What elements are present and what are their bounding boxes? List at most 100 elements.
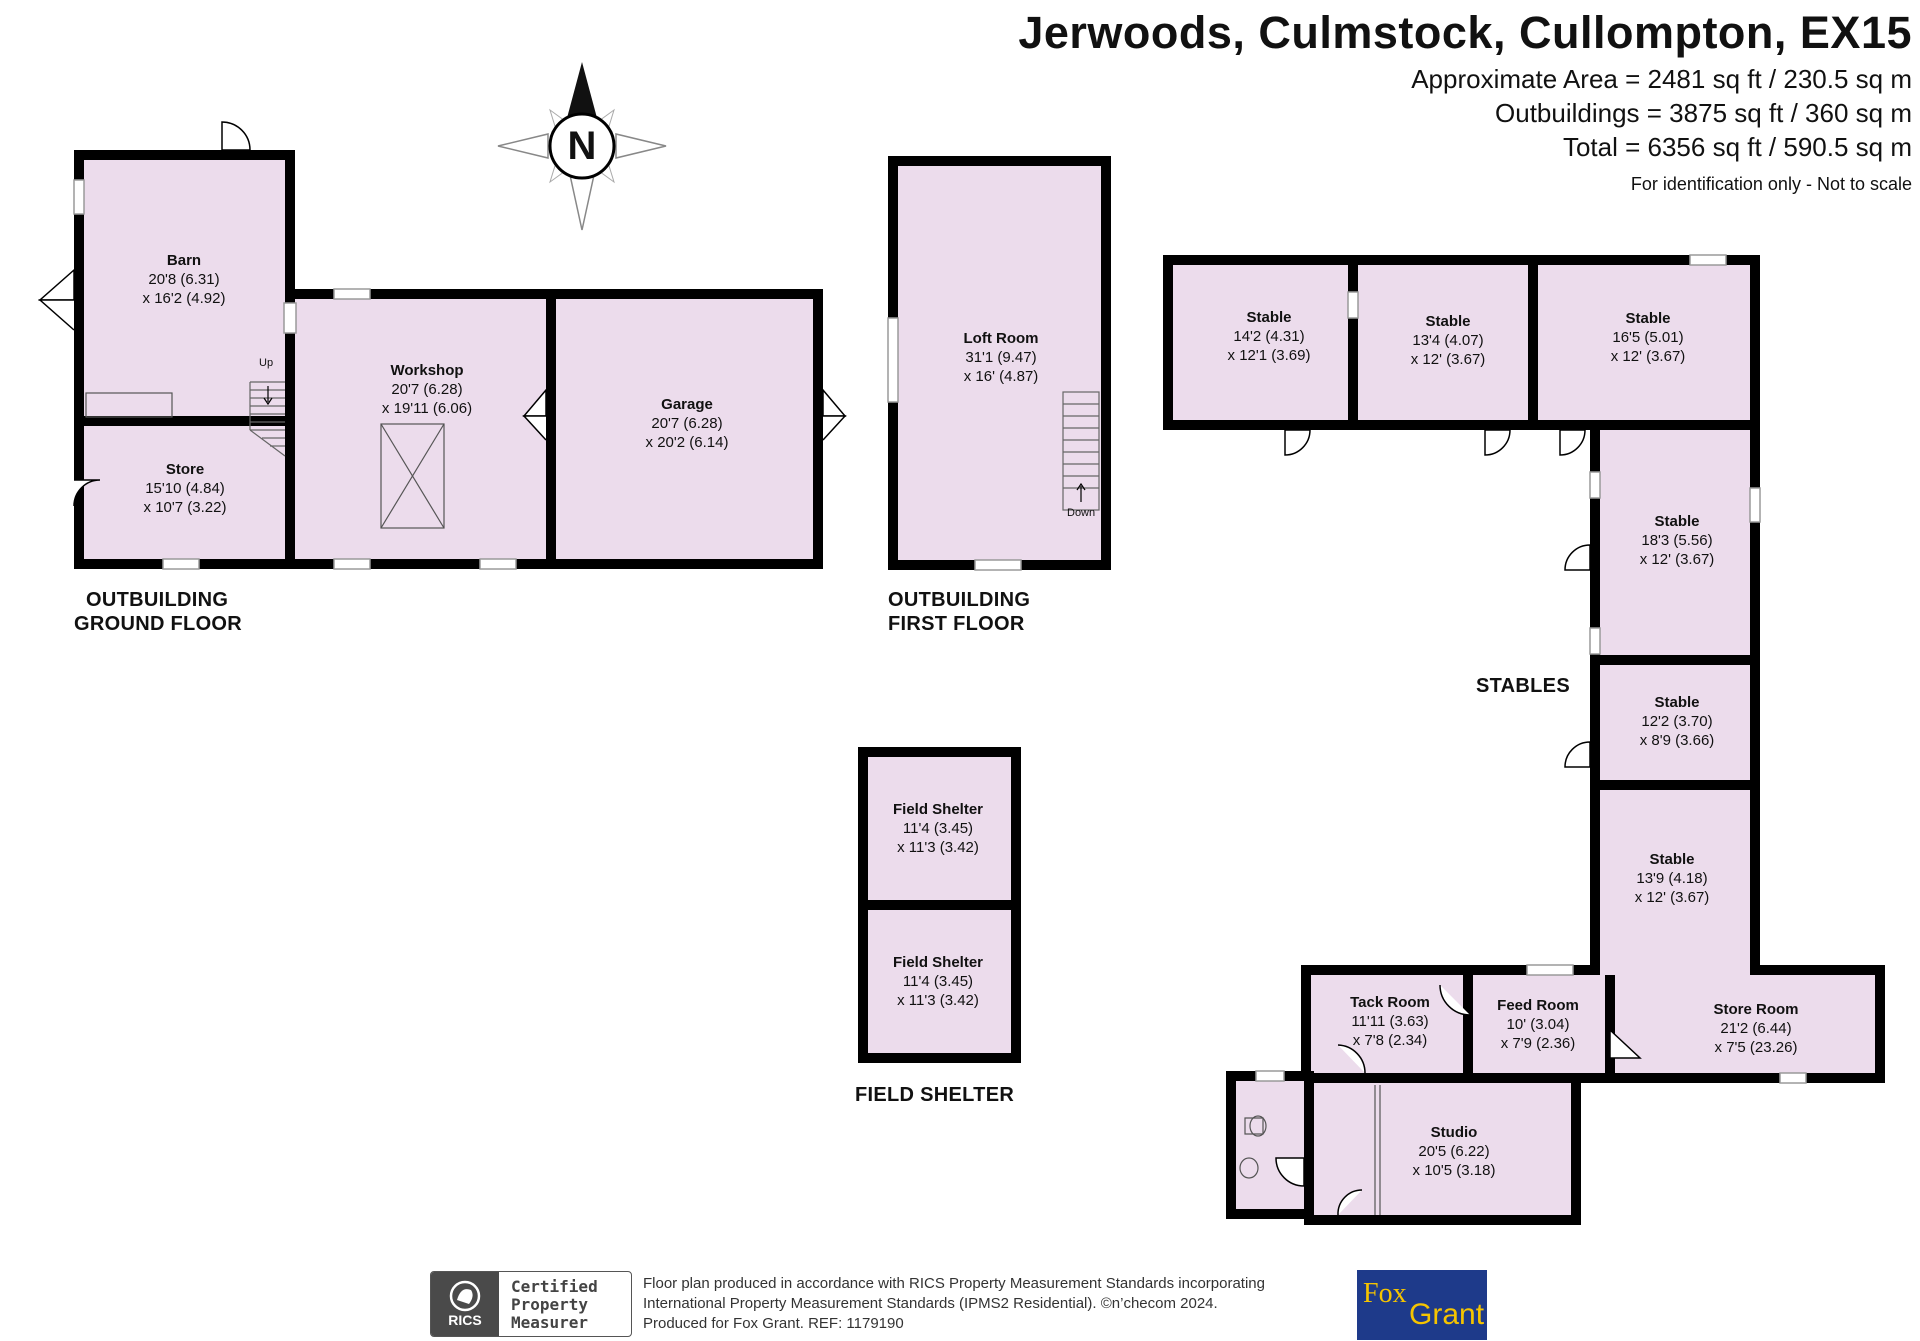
room-label-studio: Studio 20'5 (6.22) x 10'5 (3.18) [1413,1123,1496,1180]
room-name: Stable [1649,851,1695,868]
room-dimension: 15'10 (4.84) [145,480,225,497]
room-name: Stable [1246,309,1292,326]
property-title: Jerwoods, Culmstock, Cullompton, EX15 [1018,7,1912,58]
room-label-workshop: Workshop 20'7 (6.28) x 19'11 (6.06) [382,361,472,418]
room-name: Stable [1654,694,1700,711]
field-shelter-2-room [858,900,1021,1063]
section-label-line: OUTBUILDING [888,589,1031,611]
stairs-down-label: Down [1067,507,1096,519]
room-dimension: 14'2 (4.31) [1233,328,1305,345]
room-label-stable-5: Stable 12'2 (3.70) x 8'9 (3.66) [1640,693,1715,750]
room-dimension: 11'11 (3.63) [1351,1013,1429,1030]
rics-certified-badge: RICS Certified Property Measurer [430,1271,632,1337]
room-dimension: 18'3 (5.56) [1641,532,1713,549]
room-dimension: 11'4 (3.45) [902,820,974,837]
studio-room [1304,1073,1581,1225]
footer-line: Floor plan produced in accordance with R… [643,1275,1265,1292]
room-dimension: x 10'7 (3.22) [143,499,227,516]
room-name: Loft Room [963,330,1039,347]
room-dimension: 12'2 (3.70) [1641,713,1713,730]
room-name: Store Room [1713,1001,1799,1018]
room-label-stable-6: Stable 13'9 (4.18) x 12' (3.67) [1635,850,1710,907]
room-name: Studio [1430,1124,1478,1141]
room-dimension: x 7'8 (2.34) [1352,1032,1428,1049]
room-dimension: 11'4 (3.45) [902,973,974,990]
room-dimension: 20'7 (6.28) [651,415,723,432]
room-label-store: Store 15'10 (4.84) x 10'7 (3.22) [144,460,227,517]
garage-room [546,289,823,569]
approximate-area: Approximate Area = 2481 sq ft / 230.5 sq… [1411,64,1912,94]
room-dimension: x 7'9 (2.36) [1500,1035,1576,1052]
room-dimension: x 12' (3.67) [1639,551,1715,568]
section-label-line: OUTBUILDING [86,589,229,611]
room-name: Stable [1654,513,1700,530]
loft-room [888,156,1111,570]
room-label-stable-3: Stable 16'5 (5.01) x 12' (3.67) [1611,309,1686,366]
room-dimension: 31'1 (9.47) [965,349,1037,366]
room-dimension: x 7'5 (23.26) [1714,1039,1798,1056]
footer-line: International Property Measurement Stand… [643,1295,1218,1312]
room-dimension: x 8'9 (3.66) [1639,732,1715,749]
logo-text-fox: Fox [1363,1278,1407,1309]
fox-grant-logo: Fox Grant [1357,1270,1487,1340]
room-dimension: x 11'3 (3.42) [897,992,979,1009]
store-room [1605,965,1885,1083]
room-dimension: x 16' (4.87) [963,368,1039,385]
room-label-loft-room: Loft Room 31'1 (9.47) x 16' (4.87) [964,329,1039,386]
room-dimension: 20'8 (6.31) [148,271,220,288]
room-dimension: x 12'1 (3.69) [1227,347,1311,364]
footer-line: Produced for Fox Grant. REF: 1179190 [643,1315,904,1332]
stable-4-room [1590,420,1760,665]
scale-disclaimer: For identification only - Not to scale [1630,174,1912,194]
room-dimension: 21'2 (6.44) [1720,1020,1792,1037]
certified-property-measurer-text: Certified Property Measurer [511,1278,598,1332]
room-dimension: x 12' (3.67) [1634,889,1710,906]
rics-brand-text: RICS [448,1312,482,1328]
room-name: Barn [166,252,202,269]
room-name: Store [165,461,205,478]
lion-icon [449,1280,481,1312]
footer: RICS Certified Property Measurer Floor p… [430,1270,1500,1340]
field-shelter-label: FIELD SHELTER [855,1084,1015,1106]
room-label-field-shelter-2: Field Shelter 11'4 (3.45) x 11'3 (3.42) [893,953,983,1010]
room-label-garage: Garage 20'7 (6.28) x 20'2 (6.14) [646,395,729,452]
room-dimension: x 19'11 (6.06) [381,400,473,417]
room-label-stable-2: Stable 13'4 (4.07) x 12' (3.67) [1411,312,1486,369]
room-label-feed-room: Feed Room 10' (3.04) x 7'9 (2.36) [1497,996,1579,1053]
stable-1-room [1163,255,1358,430]
room-label-stable-1: Stable 14'2 (4.31) x 12'1 (3.69) [1228,308,1311,365]
outbuilding-ground-floor-label: OUTBUILDING GROUND FLOOR [74,588,242,636]
room-dimension: x 20'2 (6.14) [645,434,729,451]
room-label-tack-room: Tack Room 11'11 (3.63) x 7'8 (2.34) [1350,993,1430,1050]
stairs-up-label: Up [259,357,274,369]
room-name: Stable [1625,310,1671,327]
room-dimension: x 12' (3.67) [1410,351,1486,368]
compass-north-label: N [567,124,597,168]
compass-rose [497,62,667,231]
room-name: Garage [661,396,713,413]
room-dimension: 13'9 (4.18) [1636,870,1708,887]
room-label-barn: Barn 20'8 (6.31) x 16'2 (4.92) [143,251,226,308]
room-name: Workshop [390,362,464,379]
room-name: Feed Room [1497,997,1579,1014]
room-dimension: 13'4 (4.07) [1412,332,1484,349]
room-label-field-shelter-1: Field Shelter 11'4 (3.45) x 11'3 (3.42) [893,800,983,857]
cloakroom [1226,1071,1314,1219]
outbuilding-first-floor-label: OUTBUILDING FIRST FLOOR [888,588,1030,636]
logo-text-grant: Grant [1409,1298,1485,1331]
room-label-store-room: Store Room 21'2 (6.44) x 7'5 (23.26) [1713,1000,1798,1057]
workshop-room [285,289,556,569]
room-name: Tack Room [1350,994,1430,1011]
room-dimension: x 11'3 (3.42) [897,839,979,856]
room-dimension: x 12' (3.67) [1610,348,1686,365]
room-dimension: 20'7 (6.28) [391,381,463,398]
room-name: Field Shelter [892,801,984,818]
room-dimension: 10' (3.04) [1506,1016,1570,1033]
stable-6-room [1590,780,1760,965]
stables-label: STABLES [1476,675,1570,697]
room-name: Field Shelter [892,954,984,971]
room-name: Stable [1425,313,1471,330]
badge-line: Property [511,1295,589,1314]
header: Jerwoods, Culmstock, Cullompton, EX15 Ap… [1018,0,1912,195]
